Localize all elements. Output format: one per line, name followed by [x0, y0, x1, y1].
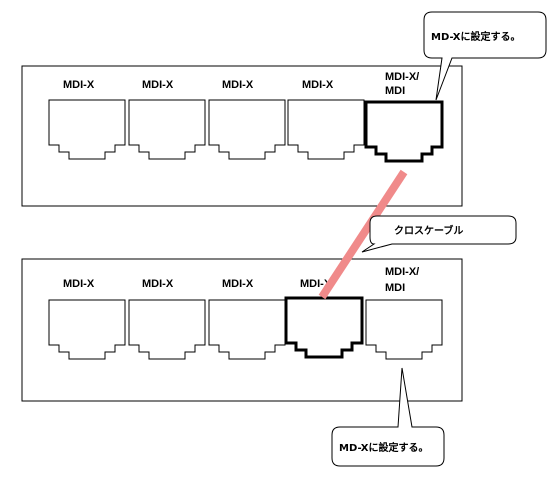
port-label-line2: MDI	[385, 282, 405, 294]
port-label: MDI-X	[142, 79, 174, 91]
port-label: MDI-X	[63, 278, 95, 290]
callout-cable: クロスケーブル	[361, 215, 517, 253]
ethernet-port	[287, 99, 365, 160]
cross-cable	[318, 169, 408, 300]
callout-bottom-text: MD-Xに設定する。	[339, 441, 428, 454]
switch-top: MDI-X MDI-X MDI-X MDI-X MDI-X/ MDI	[21, 65, 463, 207]
callout-bottom: MD-Xに設定する。	[331, 367, 445, 467]
callout-top-bubble	[423, 11, 547, 101]
callout-top-text: MD-Xに設定する。	[431, 30, 520, 43]
port-label-line2: MDI	[385, 85, 405, 97]
port-label-line1: MDI-X/	[385, 266, 419, 278]
ethernet-port-highlighted	[364, 100, 444, 163]
ethernet-port	[48, 99, 126, 160]
ethernet-port	[48, 299, 126, 360]
ethernet-port	[208, 299, 286, 360]
ethernet-port	[128, 299, 206, 360]
ethernet-port	[208, 99, 286, 160]
ethernet-port-highlighted	[284, 296, 364, 359]
callout-cable-text: クロスケーブル	[394, 224, 463, 237]
switch-bottom: MDI-X MDI-X MDI-X MDI-X MDI-X/ MDI	[21, 258, 463, 402]
ethernet-port	[128, 99, 206, 160]
callout-top: MD-Xに設定する。	[423, 11, 547, 101]
port-label: MDI-X	[302, 79, 334, 91]
port-label: MDI-X	[63, 79, 95, 91]
port-label: MDI-X	[222, 278, 254, 290]
callout-cable-bubble	[361, 215, 517, 253]
ethernet-port	[365, 299, 443, 360]
port-label-line1: MDI-X/	[385, 71, 419, 83]
port-label: MDI-X	[142, 278, 174, 290]
callout-bottom-bubble	[331, 367, 445, 467]
port-label: MDI-X	[222, 79, 254, 91]
